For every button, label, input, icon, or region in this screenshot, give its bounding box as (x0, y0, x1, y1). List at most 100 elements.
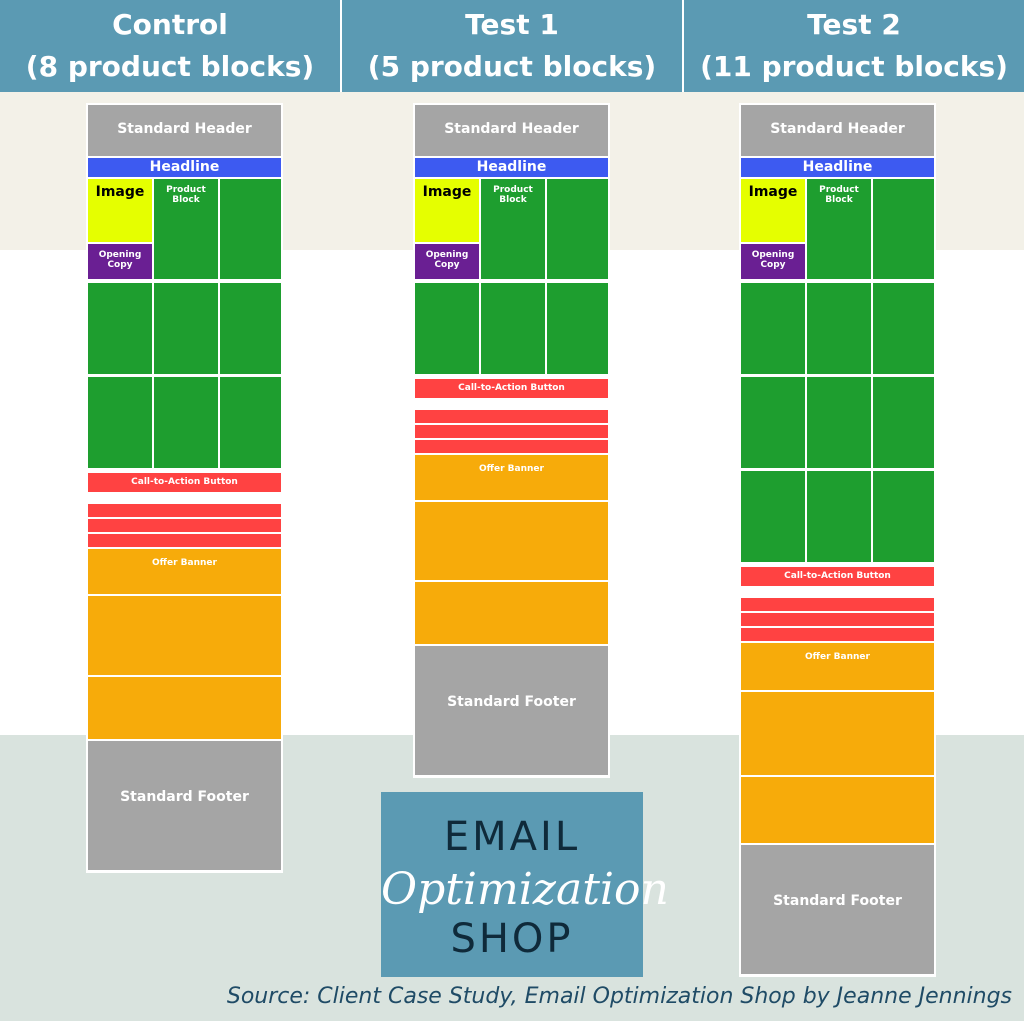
product-block (873, 471, 934, 562)
standard-footer-block-label: Standard Footer (120, 789, 249, 805)
product-block-label-line2: Block (499, 195, 527, 205)
standard-header-block: Standard Header (415, 105, 608, 156)
product-block-label-line2: Block (172, 195, 200, 205)
column-header-control: Control (8 product blocks) (0, 0, 340, 92)
column-title: Test 1 (465, 8, 559, 41)
headline-block: Headline (415, 158, 608, 177)
standard-header-block: Standard Header (88, 105, 281, 156)
red-stripe-block (741, 598, 934, 611)
source-caption: Source: Client Case Study, Email Optimiz… (226, 984, 1012, 1009)
call-to-action-button: Call-to-Action Button (88, 473, 281, 492)
column-divider (340, 0, 342, 92)
standard-footer-block: Standard Footer (741, 845, 934, 974)
logo-text-top: EMAIL (443, 814, 581, 860)
product-block (220, 179, 281, 279)
red-stripe-block (415, 440, 608, 453)
product-block (547, 179, 608, 279)
standard-header-block: Standard Header (741, 105, 934, 156)
product-block-label-line2: Block (825, 195, 853, 205)
product-block (415, 283, 479, 374)
product-block (220, 377, 281, 468)
standard-header-block-label: Standard Header (117, 121, 252, 137)
opening-copy-block-label: Opening (425, 250, 469, 260)
product-block (88, 283, 152, 374)
offer-banner-block-label: Offer Banner (152, 558, 217, 568)
red-stripe-block (415, 425, 608, 438)
column-title: Test 2 (807, 8, 901, 41)
product-block-label: Product (493, 185, 533, 195)
opening-copy-block-label-line2: Copy (107, 260, 133, 270)
call-to-action-button: Call-to-Action Button (415, 379, 608, 398)
product-block (741, 283, 805, 374)
column-header-bar (0, 0, 1024, 92)
product-block (741, 377, 805, 468)
product-block-label: Product (819, 185, 859, 195)
offer-banner-block (88, 596, 281, 675)
product-block (873, 179, 934, 279)
product-block (154, 377, 218, 468)
product-block (220, 283, 281, 374)
offer-banner-block (88, 677, 281, 739)
offer-banner-block-label: Offer Banner (479, 464, 544, 474)
offer-banner-block (741, 692, 934, 775)
product-block (807, 283, 871, 374)
product-block (88, 377, 152, 468)
product-block (547, 283, 608, 374)
offer-banner-block (415, 502, 608, 580)
offer-banner-block-label: Offer Banner (805, 652, 870, 662)
call-to-action-button-label: Call-to-Action Button (784, 571, 891, 581)
opening-copy-block-label-line2: Copy (760, 260, 786, 270)
product-block (807, 377, 871, 468)
column-subtitle: (8 product blocks) (25, 50, 315, 83)
headline-block-label: Headline (149, 159, 220, 175)
standard-footer-block-label: Standard Footer (447, 694, 576, 710)
standard-footer-block: Standard Footer (415, 646, 608, 775)
offer-banner-block (415, 582, 608, 644)
column-divider (682, 0, 684, 92)
column-header-test-2: Test 2 (11 product blocks) (684, 0, 1024, 92)
product-block-label: Product (166, 185, 206, 195)
image-block-label: Image (422, 184, 472, 200)
product-block (481, 283, 545, 374)
headline-block: Headline (741, 158, 934, 177)
red-stripe-block (88, 519, 281, 532)
red-stripe-block (415, 410, 608, 423)
call-to-action-button-label: Call-to-Action Button (458, 383, 565, 393)
email-optimization-shop-logo: EMAIL Optimization SHOP (381, 792, 669, 977)
logo-text-middle: Optimization (381, 864, 669, 915)
call-to-action-button: Call-to-Action Button (741, 567, 934, 586)
offer-banner-block (741, 777, 934, 843)
product-block (807, 471, 871, 562)
standard-footer-block-label: Standard Footer (773, 893, 902, 909)
standard-footer-block: Standard Footer (88, 741, 281, 870)
opening-copy-block-label: Opening (98, 250, 142, 260)
product-block (873, 377, 934, 468)
product-block (154, 283, 218, 374)
red-stripe-block (741, 628, 934, 641)
image-block-label: Image (95, 184, 145, 200)
opening-copy-block-label: Opening (751, 250, 795, 260)
standard-header-block-label: Standard Header (444, 121, 579, 137)
red-stripe-block (88, 504, 281, 517)
column-subtitle: (5 product blocks) (367, 50, 657, 83)
red-stripe-block (88, 534, 281, 547)
red-stripe-block (741, 613, 934, 626)
product-block (741, 471, 805, 562)
call-to-action-button-label: Call-to-Action Button (131, 477, 238, 487)
offer-banner-block: Offer Banner (741, 643, 934, 690)
offer-banner-block: Offer Banner (415, 455, 608, 500)
product-block (873, 283, 934, 374)
opening-copy-block-label-line2: Copy (434, 260, 460, 270)
image-block: Image (415, 179, 479, 242)
column-subtitle: (11 product blocks) (700, 50, 1008, 83)
image-block-label: Image (748, 184, 798, 200)
image-block: Image (741, 179, 805, 242)
image-block: Image (88, 179, 152, 242)
logo-text-bottom: SHOP (450, 916, 574, 962)
